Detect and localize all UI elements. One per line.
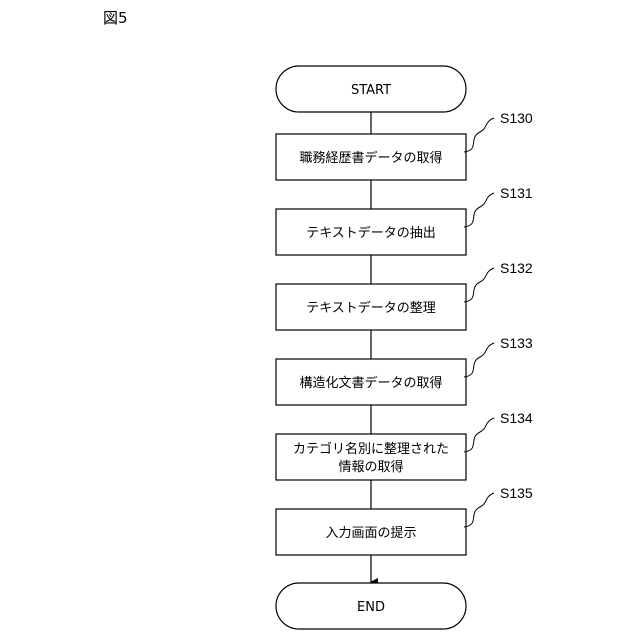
callout-leader xyxy=(464,268,494,302)
process-label: テキストデータの抽出 xyxy=(306,225,436,241)
process-label: 構造化文書データの取得 xyxy=(299,375,442,391)
process-step: 構造化文書データの取得 S133 xyxy=(276,335,533,405)
process-label: テキストデータの整理 xyxy=(306,300,436,316)
end-label: END xyxy=(357,600,385,615)
process-label: 情報の取得 xyxy=(338,459,403,475)
process-step: 入力画面の提示 S135 xyxy=(276,485,533,555)
process-steps: 職務経歴書データの取得 S130 テキストデータの抽出 S131 テキストデータの整理 S… xyxy=(276,110,533,555)
step-id-label: S132 xyxy=(500,260,533,276)
step-id-label: S135 xyxy=(500,485,533,501)
step-id-label: S133 xyxy=(500,335,533,351)
start-label: START xyxy=(351,83,391,98)
callout-leader xyxy=(464,118,494,152)
process-label: 入力画面の提示 xyxy=(325,525,416,541)
callout-leader xyxy=(464,343,494,377)
process-step: カテゴリ名別に整理された情報の取得 S134 xyxy=(276,410,533,480)
process-step: テキストデータの整理 S132 xyxy=(276,260,533,330)
process-step: 職務経歴書データの取得 S130 xyxy=(276,110,533,180)
callout-leader xyxy=(464,493,494,527)
step-id-label: S130 xyxy=(500,110,533,126)
process-step: テキストデータの抽出 S131 xyxy=(276,185,533,255)
start-terminal: START xyxy=(276,66,466,112)
step-id-label: S134 xyxy=(500,410,533,426)
end-terminal: END xyxy=(276,583,466,629)
process-label: 職務経歴書データの取得 xyxy=(299,150,442,166)
step-id-label: S131 xyxy=(500,185,533,201)
callout-leader xyxy=(464,193,494,227)
callout-leader xyxy=(464,418,494,452)
process-label: カテゴリ名別に整理された xyxy=(293,441,449,457)
